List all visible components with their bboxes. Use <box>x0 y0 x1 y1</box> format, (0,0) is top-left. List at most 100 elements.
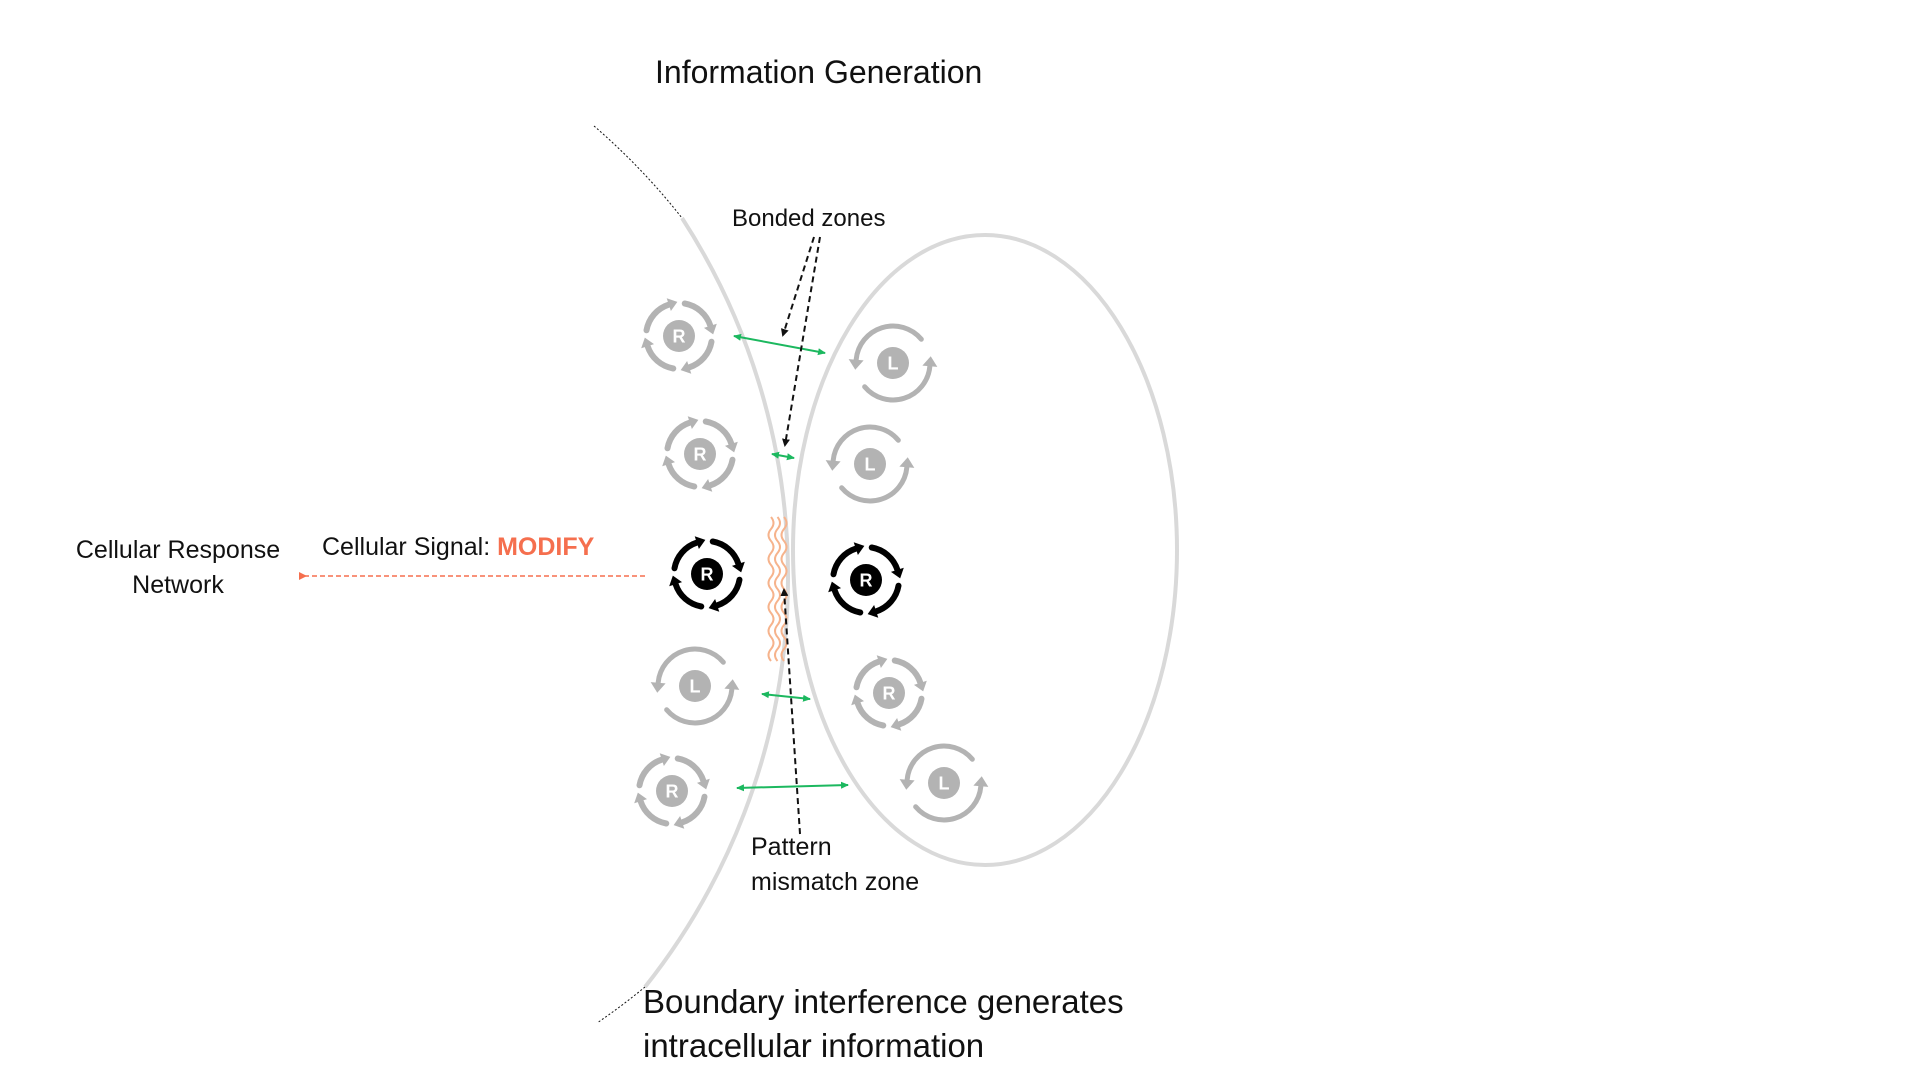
rotor-arrowhead <box>673 815 685 829</box>
left-cell-membrane <box>643 216 791 989</box>
mismatch-wave <box>767 516 775 662</box>
rotor-arc <box>714 576 743 609</box>
rotor-arc <box>674 755 707 784</box>
rotor-arc <box>709 538 742 567</box>
rotor-arrowhead <box>708 598 720 612</box>
bonded-pointer-2 <box>782 236 821 447</box>
bond-arrow-1 <box>733 333 826 356</box>
rotor-arrowhead <box>662 455 676 467</box>
rotor-arrowhead <box>731 561 745 573</box>
rotor-arc <box>854 700 887 729</box>
rotor-arrowhead <box>825 460 841 471</box>
rotor-right-2: L <box>825 424 915 504</box>
response-line-1: Cellular Response <box>75 536 281 564</box>
rotor-arrowhead <box>696 778 710 790</box>
cellular-response-network-label: Cellular Response Network <box>58 533 298 603</box>
rotor-arc <box>868 544 901 573</box>
rotor-arrowhead <box>899 779 915 790</box>
rotor-arc <box>679 793 708 826</box>
rotor-core <box>877 347 909 379</box>
rotor-label-r: R <box>694 445 707 465</box>
rotor-label-l: L <box>888 354 899 374</box>
rotor-core <box>854 448 886 480</box>
bond-arrow-2 <box>771 451 795 461</box>
rotor-arc <box>637 798 670 827</box>
rotor-arrowhead <box>828 581 842 593</box>
bond-arrows <box>733 333 849 792</box>
rotor-left-3: R <box>669 536 745 612</box>
rotor-arrowhead <box>659 753 671 767</box>
rotor-arc <box>830 545 859 578</box>
caption-line-1: Boundary interference generates <box>643 983 1124 1020</box>
rotor-arc <box>891 657 924 686</box>
rotor-label-r: R <box>860 571 873 591</box>
response-line-2: Network <box>132 571 224 599</box>
left-cell-membrane-top-dotted <box>593 125 683 219</box>
rotor-left-1: R <box>641 298 717 374</box>
rotor-arrowhead <box>666 298 678 312</box>
rotor-arrowhead <box>890 717 902 731</box>
rotor-core <box>873 677 905 709</box>
rotor-arrowhead <box>922 356 938 367</box>
rotor-label-r: R <box>666 782 679 802</box>
rotor-arc <box>643 301 672 334</box>
mismatch-line-1: Pattern <box>751 833 832 861</box>
rotor-arrowhead <box>634 792 648 804</box>
rotor-arc <box>904 743 975 783</box>
signal-value: MODIFY <box>497 533 595 561</box>
mismatch-line-2: mismatch zone <box>751 868 920 896</box>
rotor-arrowhead <box>853 542 865 556</box>
rotor-label-r: R <box>883 684 896 704</box>
rotor-arc <box>862 363 933 403</box>
rotor-arrowhead <box>701 478 713 492</box>
rotor-label-l: L <box>690 677 701 697</box>
rotor-label-r: R <box>673 327 686 347</box>
bond-arrow-3 <box>761 691 811 702</box>
rotor-core <box>679 670 711 702</box>
rotor-arrowhead <box>724 441 738 453</box>
mismatch-pointer <box>780 588 801 835</box>
rotor-arrowhead <box>680 360 692 374</box>
rotor-left-2: R <box>662 416 738 492</box>
rotor-arrowhead <box>641 337 655 349</box>
rotor-left-5: R <box>634 753 710 829</box>
bonded-zones-label: Bonded zones <box>732 205 886 232</box>
rotor-arc <box>664 686 735 726</box>
rotor-arrowhead <box>899 457 915 468</box>
rotor-arrowhead <box>687 416 699 430</box>
rotor-core <box>928 767 960 799</box>
rotor-arc <box>686 338 715 371</box>
rotor-arc <box>655 646 726 686</box>
rotor-arrowhead <box>694 536 706 550</box>
rotor-left-4: L <box>650 646 740 726</box>
rotors: R L R L R R L R R L <box>634 298 989 829</box>
mismatch-wave <box>774 516 781 662</box>
rotor-arc <box>665 461 698 490</box>
right-cell-membrane <box>791 233 1179 867</box>
rotor-arc <box>873 582 902 615</box>
left-cell-membrane-bottom-dotted <box>596 986 646 1024</box>
rotor-core <box>850 564 882 596</box>
rotor-arc <box>830 424 901 464</box>
rotor-arc <box>681 300 714 329</box>
rotor-core <box>656 775 688 807</box>
rotor-core <box>663 320 695 352</box>
rotor-arrowhead <box>913 680 927 692</box>
rotor-arrowhead <box>724 679 740 690</box>
pointer-arrows <box>780 236 821 835</box>
rotor-arc <box>831 587 864 616</box>
rotor-arrowhead <box>867 604 879 618</box>
pattern-mismatch-label: Pattern mismatch zone <box>751 830 919 900</box>
rotor-arrowhead <box>848 359 864 370</box>
bond-arrow-4 <box>736 781 849 792</box>
rotor-arrowhead <box>890 567 904 579</box>
rotor-right-3: R <box>828 542 904 618</box>
rotor-arc <box>853 658 882 691</box>
rotor-core <box>691 558 723 590</box>
rotor-right-5: L <box>899 743 989 823</box>
signal-prefix: Cellular Signal: <box>322 533 498 561</box>
rotor-arc <box>853 323 924 363</box>
rotor-arc <box>671 539 700 572</box>
rotor-right-1: L <box>848 323 938 403</box>
